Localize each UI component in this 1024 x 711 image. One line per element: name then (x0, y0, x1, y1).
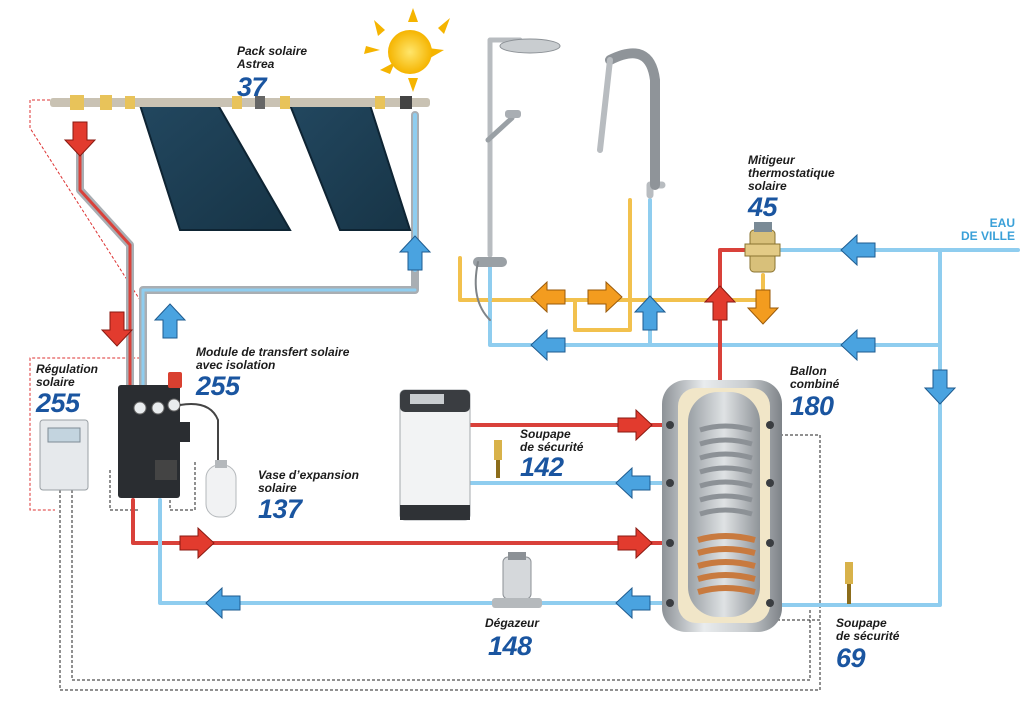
degasser (492, 552, 542, 608)
shower (499, 38, 561, 118)
degazeur-number: 148 (488, 631, 532, 661)
pipes (76, 37, 1020, 607)
pack-solaire-number: 37 (237, 72, 267, 102)
pack-solaire-label: Pack solaire Astrea (237, 44, 308, 71)
transfer-module (118, 372, 219, 498)
mitigeur-label: Mitigeur thermostatique solaire (748, 153, 835, 193)
expansion-vessel (205, 460, 237, 518)
boiler (399, 389, 471, 521)
soupape-ballon-label: Soupape de sécurité (836, 616, 900, 643)
ballon-number: 180 (790, 391, 834, 421)
vase-expansion-label: Vase d’expansion solaire (258, 468, 359, 495)
safety-valve-tank (845, 562, 853, 604)
soupape-chaudiere-number: 142 (520, 452, 564, 482)
degazeur-label: Dégazeur (485, 616, 540, 630)
solar-controller (39, 419, 89, 491)
flow-arrows (63, 121, 957, 620)
storage-tank (662, 380, 782, 632)
mixer-valve (744, 222, 781, 273)
module-transfert-number: 255 (196, 371, 240, 401)
ballon-label: Ballon combiné (790, 364, 840, 391)
regulation-number: 255 (36, 388, 80, 418)
mitigeur-number: 45 (748, 192, 778, 222)
sun-icon (364, 8, 450, 92)
solar-collectors (50, 95, 430, 231)
soupape-chaudiere-label: Soupape de sécurité (520, 427, 584, 454)
vase-expansion-number: 137 (258, 494, 302, 524)
regulation-label: Régulation solaire (36, 362, 98, 389)
eau-de-ville-label: EAU DE VILLE (960, 216, 1015, 243)
module-transfert-label: Module de transfert solaire avec isolati… (196, 345, 350, 372)
soupape-ballon-number: 69 (836, 643, 866, 673)
safety-valve-boiler (494, 440, 502, 478)
